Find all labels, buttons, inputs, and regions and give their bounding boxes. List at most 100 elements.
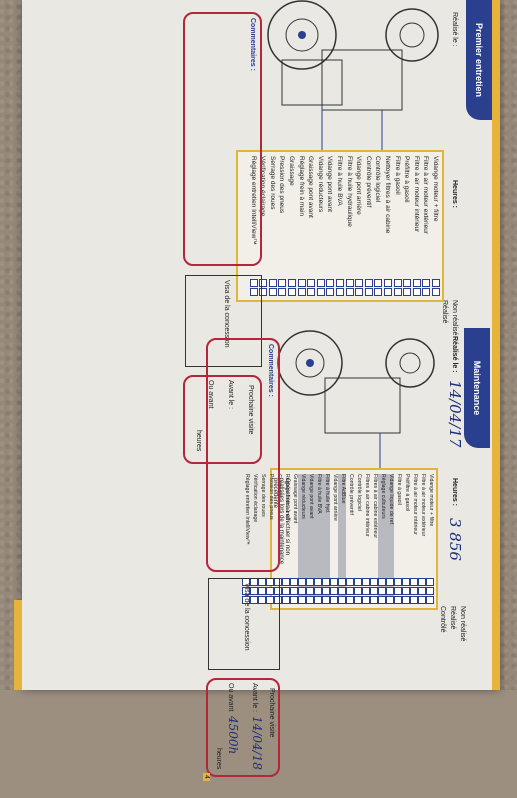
task-checkbox[interactable]	[394, 578, 402, 586]
task-checkbox[interactable]	[278, 288, 287, 296]
task-checkbox[interactable]	[384, 279, 393, 287]
task-checkbox[interactable]	[326, 288, 335, 296]
task-checkbox[interactable]	[290, 587, 298, 595]
task-checkbox[interactable]	[410, 587, 418, 595]
task-checkbox[interactable]	[326, 279, 335, 287]
task-checkbox[interactable]	[282, 587, 290, 595]
task-checkbox[interactable]	[432, 288, 440, 296]
task-row: Nettoyer filtres à air cabine	[382, 156, 393, 296]
task-checkbox[interactable]	[354, 587, 362, 595]
task-checkbox[interactable]	[346, 596, 354, 604]
task-checkbox[interactable]	[403, 288, 412, 296]
task-checkbox[interactable]	[298, 578, 306, 586]
task-checkbox[interactable]	[422, 288, 431, 296]
task-checkbox[interactable]	[354, 578, 362, 586]
task-checkbox[interactable]	[290, 578, 298, 586]
task-checkbox[interactable]	[426, 578, 434, 586]
task-checkbox[interactable]	[418, 578, 426, 586]
task-checkbox[interactable]	[364, 279, 373, 287]
task-checkbox[interactable]	[370, 578, 378, 586]
task-checkbox[interactable]	[426, 587, 434, 595]
task-checkbox[interactable]	[354, 596, 362, 604]
task-checkbox[interactable]	[338, 596, 346, 604]
task-checkbox[interactable]	[364, 288, 373, 296]
task-checkbox[interactable]	[330, 596, 338, 604]
task-checkbox[interactable]	[386, 578, 394, 586]
task-checkbox[interactable]	[384, 288, 393, 296]
task-label: Filtre AdBlue	[340, 474, 346, 504]
task-checkbox[interactable]	[432, 279, 440, 287]
task-checkbox[interactable]	[306, 587, 314, 595]
task-checkbox[interactable]	[355, 288, 364, 296]
task-checkbox[interactable]	[314, 578, 322, 586]
task-checkbox[interactable]	[418, 596, 426, 604]
task-checkbox[interactable]	[393, 288, 402, 296]
task-checkbox[interactable]	[346, 587, 354, 595]
task-checkbox[interactable]	[412, 279, 421, 287]
task-checkbox[interactable]	[288, 279, 297, 287]
task-checkbox[interactable]	[307, 288, 316, 296]
task-row: Préfiltre à gasoil	[402, 474, 410, 604]
task-checkbox[interactable]	[422, 279, 431, 287]
task-checkbox[interactable]	[306, 578, 314, 586]
task-checkbox[interactable]	[370, 587, 378, 595]
task-checkbox[interactable]	[346, 578, 354, 586]
task-checkbox[interactable]	[314, 587, 322, 595]
task-checkbox[interactable]	[282, 596, 290, 604]
task-checkbox[interactable]	[268, 279, 277, 287]
task-checkbox[interactable]	[330, 578, 338, 586]
task-label: Filtre à gasoil	[393, 156, 401, 195]
task-checkbox[interactable]	[336, 288, 345, 296]
task-checkbox[interactable]	[402, 578, 410, 586]
task-checkbox[interactable]	[278, 279, 287, 287]
task-checkbox[interactable]	[426, 596, 434, 604]
task-checkbox[interactable]	[374, 279, 383, 287]
task-checkbox[interactable]	[394, 596, 402, 604]
task-checkbox[interactable]	[282, 578, 290, 586]
task-checkbox[interactable]	[362, 578, 370, 586]
task-checkbox[interactable]	[322, 587, 330, 595]
task-checkbox[interactable]	[316, 279, 325, 287]
task-checkbox[interactable]	[412, 288, 421, 296]
task-checkbox[interactable]	[403, 279, 412, 287]
task-checkbox[interactable]	[297, 279, 306, 287]
task-checkbox[interactable]	[386, 587, 394, 595]
task-checkbox[interactable]	[394, 587, 402, 595]
task-checkbox[interactable]	[402, 587, 410, 595]
top-page: Premier entretien Réalisé le : Heures : …	[176, 0, 492, 470]
task-checkbox[interactable]	[336, 279, 345, 287]
task-checkbox[interactable]	[316, 288, 325, 296]
task-checkbox[interactable]	[378, 587, 386, 595]
task-checkbox[interactable]	[355, 279, 364, 287]
task-checkbox[interactable]	[330, 587, 338, 595]
task-checkbox[interactable]	[378, 596, 386, 604]
task-checkbox[interactable]	[386, 596, 394, 604]
task-checkbox[interactable]	[338, 587, 346, 595]
task-checkbox[interactable]	[268, 288, 277, 296]
task-checkbox[interactable]	[290, 596, 298, 604]
task-checkbox[interactable]	[306, 596, 314, 604]
task-checkbox[interactable]	[307, 279, 316, 287]
task-row: Vidange pont avant	[306, 474, 314, 604]
task-checkbox[interactable]	[345, 279, 354, 287]
task-checkbox[interactable]	[338, 578, 346, 586]
task-checkbox[interactable]	[410, 596, 418, 604]
task-checkbox[interactable]	[322, 596, 330, 604]
task-checkbox[interactable]	[362, 596, 370, 604]
task-checkbox[interactable]	[370, 596, 378, 604]
task-checkbox[interactable]	[288, 288, 297, 296]
task-checkbox[interactable]	[410, 578, 418, 586]
task-checkbox[interactable]	[345, 288, 354, 296]
task-checkbox[interactable]	[297, 288, 306, 296]
task-row: Filtre à air moteur extérieur	[418, 474, 426, 604]
task-checkbox[interactable]	[298, 587, 306, 595]
task-checkbox[interactable]	[298, 596, 306, 604]
task-checkbox[interactable]	[374, 288, 383, 296]
task-checkbox[interactable]	[314, 596, 322, 604]
task-checkbox[interactable]	[378, 578, 386, 586]
task-checkbox[interactable]	[322, 578, 330, 586]
task-checkbox[interactable]	[393, 279, 402, 287]
task-checkbox[interactable]	[362, 587, 370, 595]
task-checkbox[interactable]	[418, 587, 426, 595]
task-checkbox[interactable]	[402, 596, 410, 604]
